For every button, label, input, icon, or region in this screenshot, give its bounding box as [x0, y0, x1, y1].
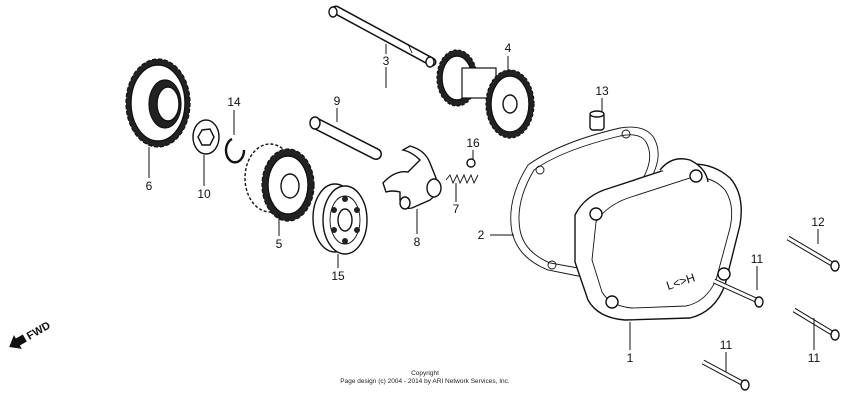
bolt-part-11a	[712, 278, 764, 308]
label-part-14: 14	[227, 95, 241, 109]
shift-fork-part-8	[382, 145, 442, 210]
bolt-part-11c	[701, 359, 750, 391]
label-part-6: 6	[146, 179, 153, 193]
label-part-11a: 11	[751, 252, 764, 266]
side-cover-part-1: L<>H	[574, 158, 742, 321]
label-part-13: 13	[595, 84, 609, 98]
label-part-2: 2	[478, 228, 485, 242]
shaft-part-9	[309, 116, 382, 160]
spring-part-7	[445, 173, 479, 185]
bearing-part-15	[312, 183, 368, 255]
fwd-label: FWD	[25, 320, 53, 343]
label-part-5: 5	[276, 237, 283, 251]
label-part-16: 16	[466, 136, 480, 150]
gear-part-5	[244, 143, 315, 222]
label-part-15: 15	[331, 269, 345, 283]
circlip-part-14	[224, 137, 246, 164]
label-part-7: 7	[453, 202, 460, 216]
gear-part-6	[125, 58, 191, 148]
bolt-part-11b	[792, 307, 840, 341]
cluster-gear-part-4	[436, 49, 535, 139]
label-part-4: 4	[505, 41, 512, 55]
label-part-1: 1	[627, 351, 634, 365]
label-part-11c: 11	[720, 338, 733, 352]
copyright-title: Copyright	[411, 370, 439, 377]
label-part-12: 12	[811, 215, 825, 229]
arrow-left-icon	[9, 334, 27, 349]
label-part-9: 9	[334, 94, 341, 108]
washer-part-10	[192, 119, 220, 155]
label-part-3: 3	[383, 54, 390, 68]
ball-part-16	[466, 158, 476, 168]
bolt-part-12	[786, 235, 840, 272]
leader-lines	[148, 44, 819, 372]
label-part-8: 8	[414, 235, 421, 249]
label-part-11b: 11	[808, 351, 821, 365]
forward-direction-indicator: FWD	[9, 320, 53, 349]
part-labels: 3 4 14 9 13 16 6 10 7 2 5 8 15 12 11 1 1…	[146, 41, 825, 365]
copyright-text: Page design (c) 2004 - 2014 by ARI Netwo…	[340, 378, 510, 385]
label-part-10: 10	[197, 187, 211, 201]
shaft-part-3	[328, 5, 437, 68]
dowel-pin-part-13	[589, 110, 605, 131]
